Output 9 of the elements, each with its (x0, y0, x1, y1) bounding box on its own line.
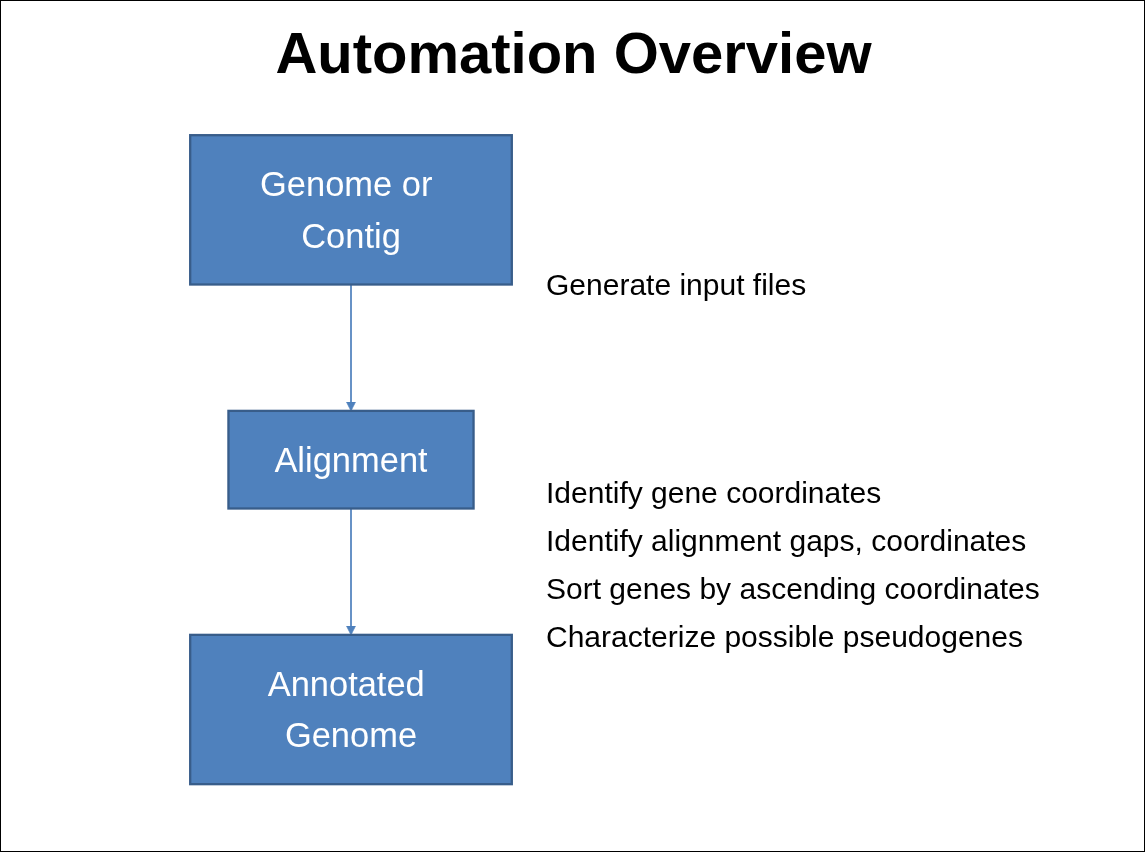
title: Automation Overview (274, 19, 873, 86)
node-box: Alignment (227, 409, 475, 510)
step-note: Identify gene coordinates (546, 475, 883, 511)
node-box: Annotated Genome (189, 633, 513, 786)
step-note: Identify alignment gaps, coordinates (546, 523, 1028, 559)
step-note: Generate input files (546, 267, 808, 303)
node-box: Genome or Contig (189, 134, 513, 286)
step-note: Sort genes by ascending coordinates (546, 571, 1040, 607)
step-note: Characterize possible pseudogenes (546, 619, 1024, 655)
